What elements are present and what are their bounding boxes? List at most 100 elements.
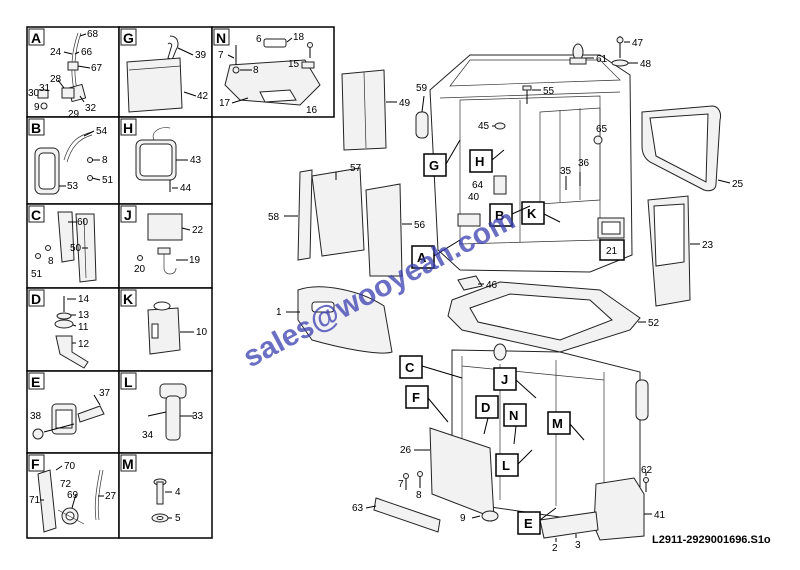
- svg-text:25: 25: [732, 179, 744, 190]
- main-cab-illustration: [297, 36, 721, 541]
- fuse-panel-label-box: [599, 239, 625, 261]
- svg-text:56: 56: [414, 220, 426, 231]
- callout-B: B: [495, 208, 504, 223]
- callout-H: H: [475, 154, 484, 169]
- panel-M-parts: 4 5: [151, 478, 181, 524]
- panel-N-letter: N: [216, 30, 226, 46]
- fuse-panel-label: 21: [606, 246, 618, 257]
- callout-N: N: [509, 408, 518, 423]
- svg-text:64: 64: [472, 180, 484, 191]
- svg-text:68: 68: [87, 29, 99, 40]
- svg-text:63: 63: [352, 503, 364, 514]
- svg-text:67: 67: [91, 63, 103, 74]
- svg-text:54: 54: [96, 126, 108, 137]
- callout-G: G: [429, 158, 439, 173]
- svg-text:38: 38: [30, 411, 42, 422]
- panel-A-parts: 68 24 66 67 31 28 30 9 32 29: [28, 29, 103, 120]
- svg-text:69: 69: [67, 490, 79, 501]
- panel-E-letter: E: [31, 374, 40, 390]
- svg-text:30: 30: [28, 88, 40, 99]
- svg-text:55: 55: [543, 86, 555, 97]
- callout-M: M: [552, 416, 563, 431]
- panel-B-letter: B: [31, 120, 41, 136]
- main-part-labels: 47 48 61 55 59 49 45 65 64 40 35 36 25 5…: [268, 38, 744, 554]
- svg-text:19: 19: [189, 255, 201, 266]
- svg-text:1: 1: [276, 307, 282, 318]
- panel-N-parts: 6 18 7 8 15 17 16: [218, 32, 321, 116]
- svg-text:39: 39: [195, 50, 207, 61]
- svg-text:72: 72: [60, 479, 72, 490]
- svg-text:50: 50: [70, 243, 82, 254]
- svg-text:46: 46: [486, 280, 498, 291]
- panel-C-letter: C: [31, 207, 41, 223]
- svg-text:3: 3: [575, 540, 581, 551]
- svg-text:22: 22: [192, 225, 204, 236]
- panel-F-parts: 70 72 69 71 27: [29, 461, 117, 533]
- svg-text:33: 33: [192, 411, 204, 422]
- panel-C-parts: 60 50 8 51: [31, 211, 97, 283]
- svg-text:36: 36: [578, 158, 590, 169]
- svg-text:8: 8: [48, 256, 54, 267]
- callout-L: L: [502, 458, 510, 473]
- arm-rod: [71, 32, 79, 91]
- svg-text:61: 61: [596, 54, 608, 65]
- svg-text:31: 31: [39, 83, 51, 94]
- panel-B-parts: 54 8 51 53: [34, 126, 114, 195]
- svg-text:6: 6: [256, 34, 262, 45]
- callout-J: J: [501, 372, 508, 387]
- svg-text:9: 9: [34, 102, 40, 113]
- panel-K-parts: 10: [147, 301, 208, 355]
- svg-text:20: 20: [134, 264, 146, 275]
- panel-G-parts: 39 42: [126, 35, 209, 113]
- svg-text:60: 60: [77, 217, 89, 228]
- svg-text:35: 35: [560, 166, 572, 177]
- svg-text:49: 49: [399, 98, 411, 109]
- svg-text:27: 27: [105, 491, 117, 502]
- svg-text:12: 12: [78, 339, 90, 350]
- callout-K: K: [527, 206, 537, 221]
- panel-L-letter: L: [124, 374, 133, 390]
- svg-text:41: 41: [654, 510, 666, 521]
- panel-F-letter: F: [31, 456, 40, 472]
- svg-text:29: 29: [68, 109, 80, 120]
- panel-K-letter: K: [123, 291, 133, 307]
- svg-text:4: 4: [175, 487, 181, 498]
- svg-text:26: 26: [400, 445, 412, 456]
- svg-text:32: 32: [85, 103, 97, 114]
- svg-text:7: 7: [398, 479, 404, 490]
- callout-D: D: [481, 400, 490, 415]
- svg-text:47: 47: [632, 38, 644, 49]
- callout-C: C: [405, 360, 415, 375]
- svg-text:7: 7: [218, 50, 224, 61]
- svg-text:40: 40: [468, 192, 480, 203]
- panel-D-letter: D: [31, 291, 41, 307]
- svg-text:65: 65: [596, 124, 608, 135]
- panel-H-letter: H: [123, 120, 133, 136]
- svg-text:9: 9: [460, 513, 466, 524]
- callout-F: F: [412, 390, 420, 405]
- panel-E-parts: 37 38: [30, 388, 111, 440]
- panel-M-letter: M: [122, 456, 134, 472]
- svg-text:16: 16: [306, 105, 318, 116]
- svg-text:53: 53: [67, 181, 79, 192]
- svg-text:52: 52: [648, 318, 660, 329]
- svg-text:2: 2: [552, 543, 558, 554]
- svg-text:44: 44: [180, 183, 192, 194]
- panel-J-parts: 22 20 19: [134, 213, 204, 275]
- svg-text:71: 71: [29, 495, 41, 506]
- panel-J-letter: J: [124, 207, 132, 223]
- svg-text:11: 11: [78, 322, 89, 333]
- svg-text:14: 14: [78, 294, 90, 305]
- svg-text:66: 66: [81, 47, 93, 58]
- svg-text:62: 62: [641, 465, 653, 476]
- callout-E: E: [524, 516, 533, 531]
- svg-text:59: 59: [416, 83, 428, 94]
- panel-L-parts: 33 34: [142, 383, 204, 441]
- svg-text:8: 8: [102, 155, 108, 166]
- svg-text:5: 5: [175, 513, 181, 524]
- svg-text:45: 45: [478, 121, 490, 132]
- panel-A-letter: A: [31, 30, 41, 46]
- panel-letters: A G N B H C J D K E L F M: [28, 28, 230, 472]
- svg-text:10: 10: [196, 327, 208, 338]
